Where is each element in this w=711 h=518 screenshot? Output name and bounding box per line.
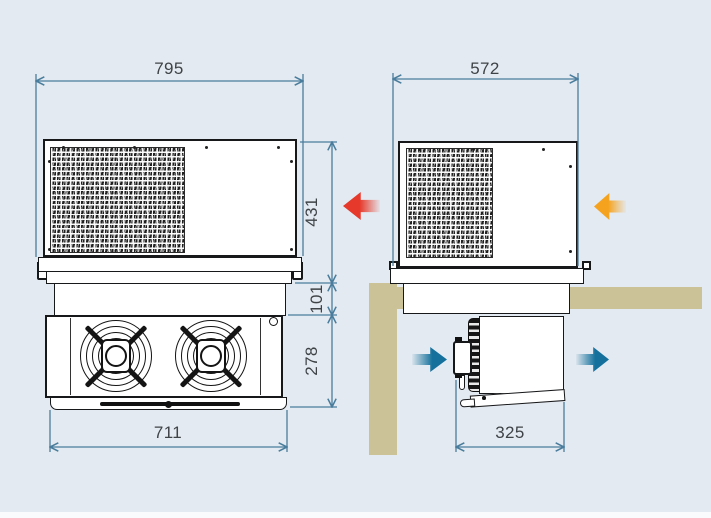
dimension-label-278: 278 [302,346,321,376]
fan-motor [105,345,127,367]
drain-pipe [459,375,465,390]
dimension-label-325: 325 [495,423,525,442]
screw-icon [418,148,421,151]
dimension-label-431: 431 [302,197,321,227]
screw-icon [472,148,475,151]
fan-ring [187,332,235,380]
dimension-label-101: 101 [307,284,326,314]
screw-icon [569,165,572,168]
panel-seam [260,318,262,395]
fan-shroud-side [453,341,472,375]
screw-icon [277,146,280,149]
mounting-clip-right [582,261,591,270]
fan-ring [80,320,152,392]
fan-ring [98,338,134,374]
screw-icon [48,248,51,251]
fan-ring [92,332,140,380]
wall-section [369,283,397,455]
fan-grille [175,320,247,392]
recessed-section-side [403,283,570,314]
fan-motor [200,345,222,367]
screw-icon [569,250,572,253]
screw-icon [290,248,293,251]
screw-icon [542,148,545,151]
shroud-clip [455,373,462,378]
fan-ring [86,326,146,386]
screw-icon [133,146,136,149]
screw-icon [62,146,65,149]
condenser-coil-front [50,147,185,253]
fan-ring [181,326,241,386]
panel-seam [70,318,72,395]
dimension-label-795: 795 [154,59,184,78]
fan-ring [193,338,229,374]
page-edge [0,512,711,518]
tray-screw-icon [482,396,486,400]
recessed-section-front [54,283,286,316]
screw-icon [48,160,51,163]
screw-icon [290,160,293,163]
tray-knob [165,401,172,408]
dimension-label-572: 572 [470,59,500,78]
drain-fitting-icon [269,317,278,326]
shroud-clip [455,337,462,342]
condenser-coil-side [406,148,493,258]
screw-icon [205,146,208,149]
dimension-label-711: 711 [153,423,183,442]
fan-grille [80,320,152,392]
evaporator-box-side [479,316,564,394]
fan-ring [175,320,247,392]
